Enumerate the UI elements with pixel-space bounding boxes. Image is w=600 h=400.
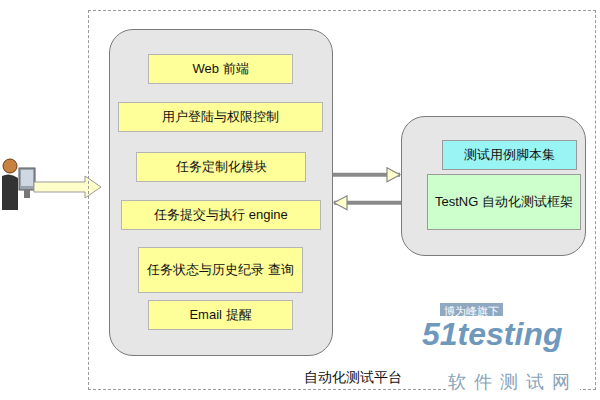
watermark-site: 软件测试网 (446, 370, 580, 394)
script-set-box: 测试用例脚本集 (442, 140, 577, 170)
user-head (3, 159, 17, 173)
module-box: Email 提醒 (148, 300, 293, 330)
box-label: 任务提交与执行 engine (154, 207, 288, 223)
flow-arrow (333, 173, 400, 177)
module-box: Web 前端 (148, 54, 293, 84)
module-box: 用户登陆与权限控制 (118, 102, 323, 132)
module-box: 任务状态与历史纪录 查询 (138, 247, 303, 293)
user-icon (2, 159, 35, 210)
framework-panel: 测试用例脚本集 TestNG 自动化测试框架 (401, 116, 586, 256)
flow-arrow (334, 201, 401, 205)
box-label: TestNG 自动化测试框架 (435, 194, 573, 210)
platform-panel: Web 前端用户登陆与权限控制任务定制化模块任务提交与执行 engine 任务状态… (109, 29, 333, 356)
input-arrow (34, 176, 101, 198)
box-label: 用户登陆与权限控制 (162, 109, 279, 125)
box-label: 任务定制化模块 (176, 159, 267, 175)
box-label: Web 前端 (192, 61, 248, 77)
user-body (2, 174, 18, 210)
module-box: 任务提交与执行 engine (121, 200, 321, 230)
monitor (19, 168, 35, 190)
box-label: Email 提醒 (189, 307, 251, 323)
monitor-stand (24, 190, 30, 198)
box-label: 测试用例脚本集 (464, 147, 555, 163)
platform-label: 自动化测试平台 (301, 369, 405, 386)
screen (21, 170, 33, 186)
module-box: 任务定制化模块 (136, 152, 306, 182)
box-label: 任务状态与历史纪录 查询 (147, 262, 294, 278)
watermark-logo: 51testing (420, 316, 564, 353)
framework-box: TestNG 自动化测试框架 (427, 174, 581, 230)
